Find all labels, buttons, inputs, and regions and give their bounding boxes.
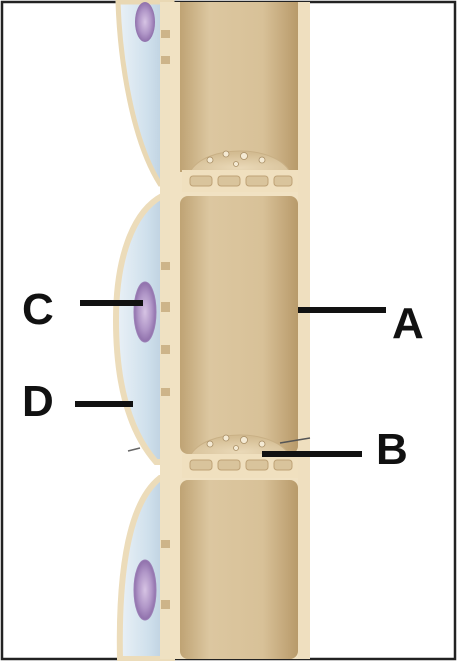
companion-nucleus-bottom (134, 560, 156, 620)
companion-nucleus-middle (134, 282, 156, 342)
label-d: D (22, 380, 54, 424)
label-b: B (376, 428, 408, 472)
sieve-tube-segment-middle (180, 196, 298, 454)
label-c: C (22, 288, 54, 332)
companion-nucleus-top (135, 2, 155, 42)
sieve-tube-segment-top (180, 2, 298, 172)
sieve-tube-segment-bottom (180, 480, 298, 659)
label-a: A (392, 302, 424, 346)
sieve-tube-outer-wall (298, 2, 310, 659)
